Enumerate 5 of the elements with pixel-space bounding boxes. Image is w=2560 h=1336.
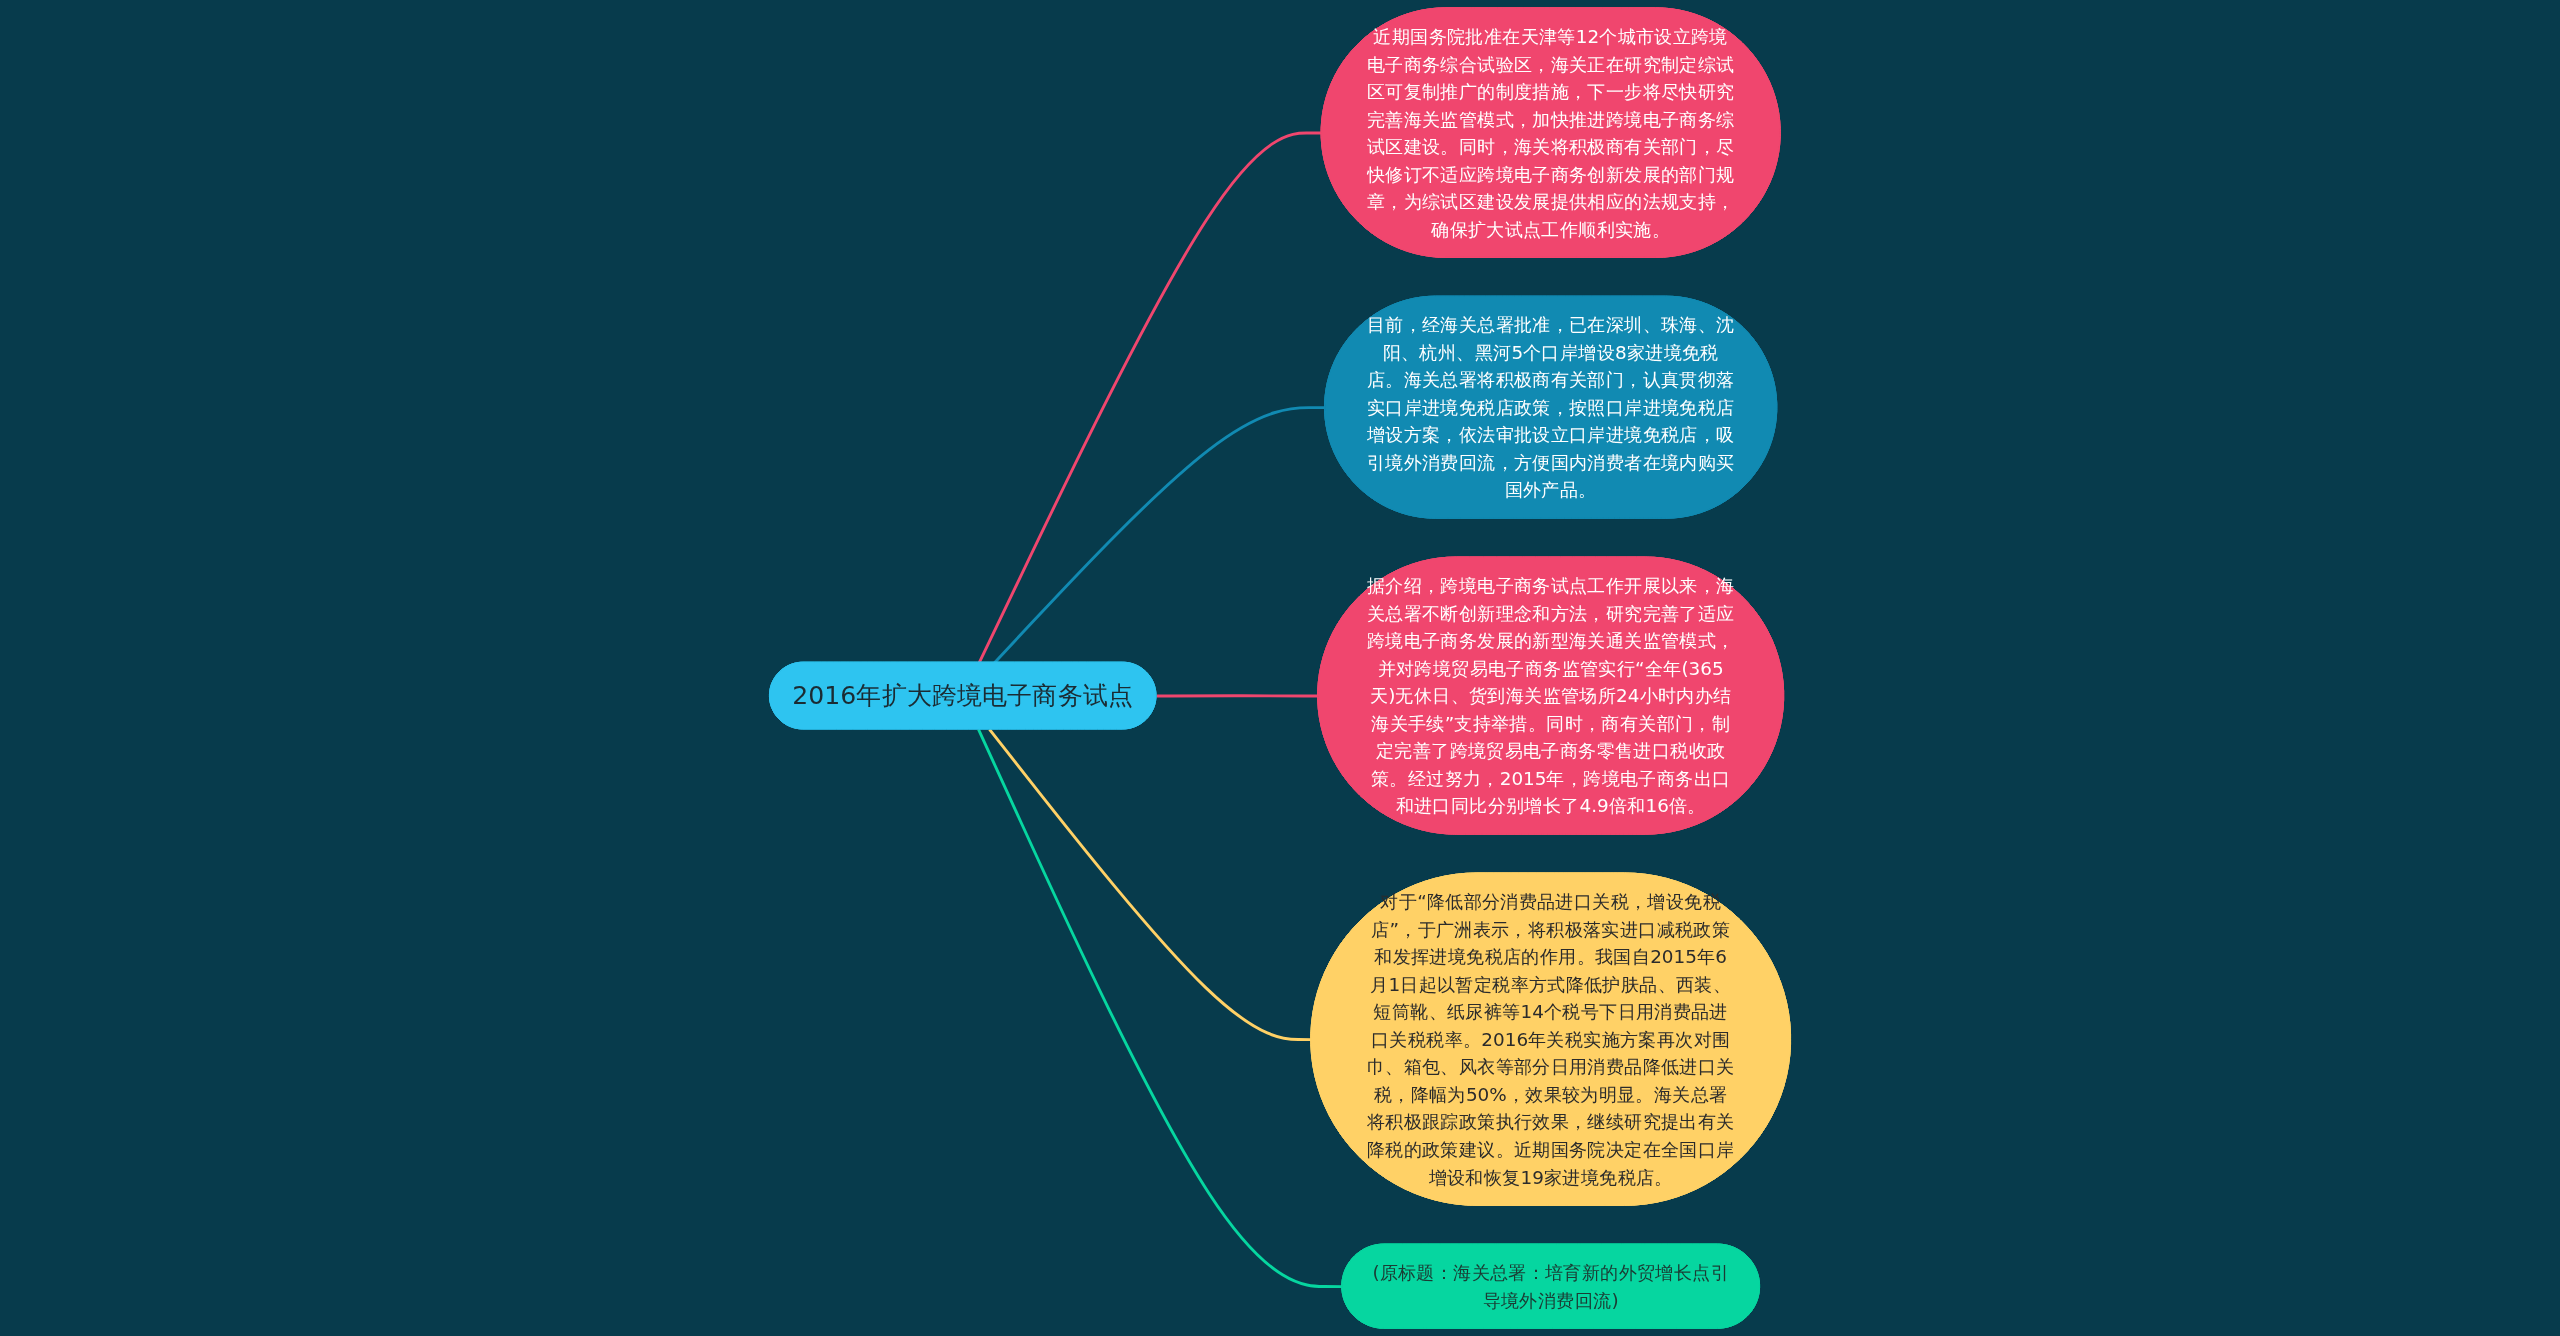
connector [993, 406, 1326, 664]
connector [977, 131, 1322, 664]
connector [1156, 694, 1319, 698]
connector [988, 728, 1312, 1042]
connector [977, 728, 1343, 1289]
